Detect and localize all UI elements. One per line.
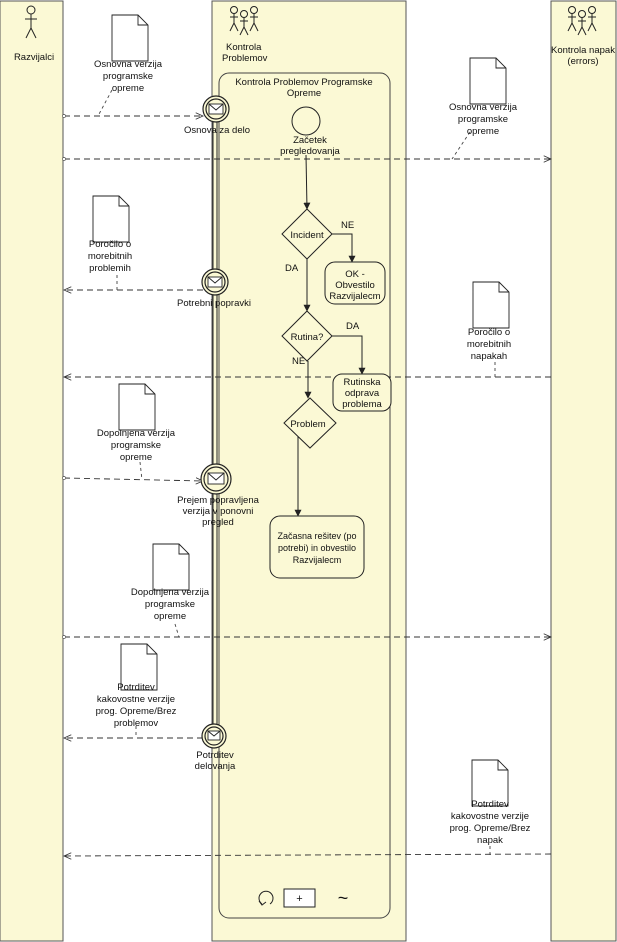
- event-label: Potrebni popravki: [177, 298, 251, 309]
- gateway-label: Incident: [290, 230, 324, 241]
- expand-marker[interactable]: [283, 888, 316, 908]
- plus-icon: +: [296, 893, 302, 905]
- association-line: [97, 89, 113, 117]
- task-rutinska-odprava[interactable]: [332, 373, 392, 412]
- flow-label-ne: NE: [292, 356, 305, 367]
- document-porocilo-napake[interactable]: [472, 281, 510, 329]
- event-label: Osnova za delo: [184, 125, 250, 136]
- task-ok-obvestilo[interactable]: [324, 261, 386, 305]
- sequence-flow: [332, 335, 366, 375]
- gateway-label: Rutina?: [291, 332, 324, 343]
- sequence-flow: [332, 233, 356, 263]
- start-event[interactable]: [291, 106, 321, 136]
- gateway-problem[interactable]: [283, 397, 337, 449]
- flow-label-da: DA: [285, 263, 299, 274]
- pool-label-razvijalci: Razvijalci: [14, 52, 54, 63]
- gateway-label: Problem: [290, 419, 325, 430]
- document-dopolnjena-verzija-left[interactable]: [118, 383, 156, 431]
- person-icon: [25, 5, 37, 39]
- message-flow: [64, 854, 552, 856]
- document-osnovna-verzija-right[interactable]: [469, 57, 507, 105]
- document-dopolnjena-verzija-center[interactable]: [152, 543, 190, 591]
- association-line: [174, 623, 180, 638]
- document-porocilo-problemi[interactable]: [92, 195, 130, 243]
- people-group-icon: [567, 6, 597, 36]
- sequence-flow: [303, 154, 311, 210]
- gateway-incident[interactable]: [281, 208, 333, 260]
- message-event-popravki[interactable]: [201, 268, 229, 296]
- gateway-rutina[interactable]: [281, 310, 333, 362]
- pool-razvijalci[interactable]: [0, 0, 64, 942]
- adhoc-marker-icon: ~: [338, 888, 349, 908]
- pool-kontrola-napak[interactable]: [550, 0, 617, 942]
- pool-label-kontrola-napak: Kontrola napak(errors): [551, 45, 615, 67]
- message-event-potrditev[interactable]: [201, 723, 227, 749]
- message-event-prejem[interactable]: [200, 463, 232, 495]
- people-group-icon: [229, 6, 259, 36]
- document-osnovna-verzija-left[interactable]: [111, 14, 149, 62]
- association-line: [139, 461, 143, 481]
- message-event-osnova[interactable]: [202, 95, 230, 123]
- task-zacasna-resitev[interactable]: [269, 515, 365, 579]
- message-flow: [64, 478, 203, 481]
- flow-label-ne: NE: [341, 220, 354, 231]
- flow-label-da: DA: [346, 321, 360, 332]
- loop-marker-icon: [258, 890, 274, 906]
